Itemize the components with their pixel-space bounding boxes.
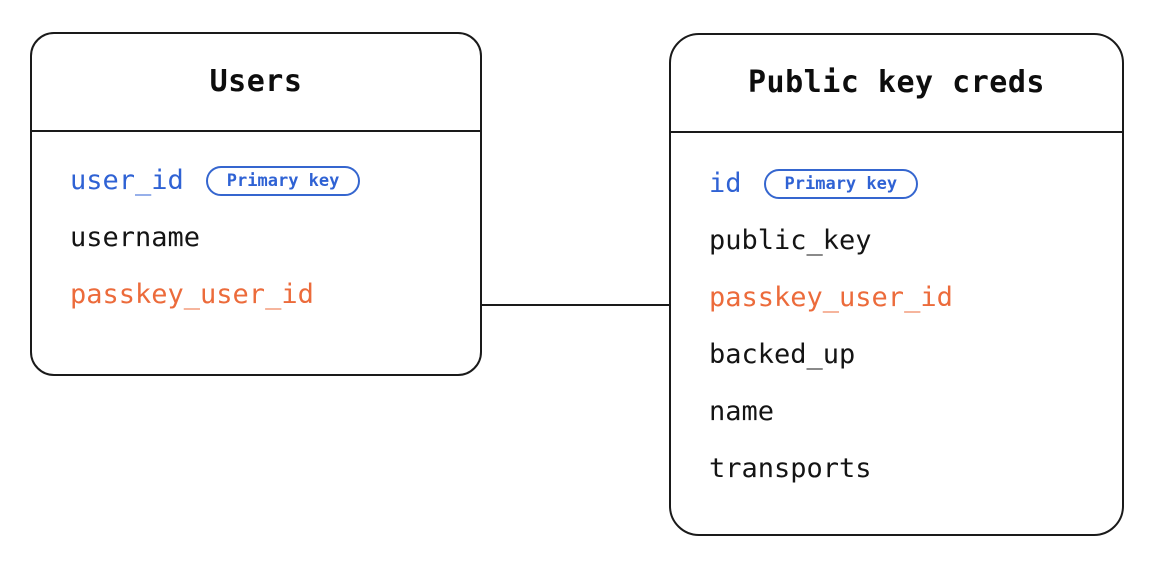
field-name-username: username xyxy=(70,222,201,253)
entity-public-key-creds-field-list: id Primary key public_key passkey_user_i… xyxy=(671,133,1122,497)
entity-users-divider xyxy=(32,130,480,132)
entity-public-key-creds[interactable]: Public key creds id Primary key public_k… xyxy=(669,33,1124,536)
field-row[interactable]: passkey_user_id xyxy=(70,266,480,323)
field-row[interactable]: backed_up xyxy=(709,326,1122,383)
field-row[interactable]: user_id Primary key xyxy=(70,152,480,209)
field-row[interactable]: username xyxy=(70,209,480,266)
primary-key-badge: Primary key xyxy=(763,168,919,199)
field-name-name: name xyxy=(709,396,775,427)
entity-users-field-list: user_id Primary key username passkey_use… xyxy=(32,132,480,323)
field-row[interactable]: public_key xyxy=(709,212,1122,269)
field-row[interactable]: name xyxy=(709,383,1122,440)
entity-users-title: Users xyxy=(209,64,303,99)
field-name-public-key: public_key xyxy=(709,225,872,256)
field-name-transports: transports xyxy=(709,453,872,484)
entity-users[interactable]: Users user_id Primary key username passk… xyxy=(30,32,482,376)
entity-public-key-creds-divider xyxy=(671,131,1122,133)
field-name-user-id: user_id xyxy=(70,165,184,196)
relationship-connector-line xyxy=(481,304,670,306)
field-row[interactable]: passkey_user_id xyxy=(709,269,1122,326)
field-name-passkey-user-id: passkey_user_id xyxy=(709,282,953,313)
entity-public-key-creds-title: Public key creds xyxy=(748,65,1045,100)
field-row[interactable]: id Primary key xyxy=(709,155,1122,212)
field-row[interactable]: transports xyxy=(709,440,1122,497)
field-name-passkey-user-id: passkey_user_id xyxy=(70,279,314,310)
field-name-id: id xyxy=(709,168,742,199)
primary-key-badge: Primary key xyxy=(205,165,361,196)
field-name-backed-up: backed_up xyxy=(709,339,856,370)
